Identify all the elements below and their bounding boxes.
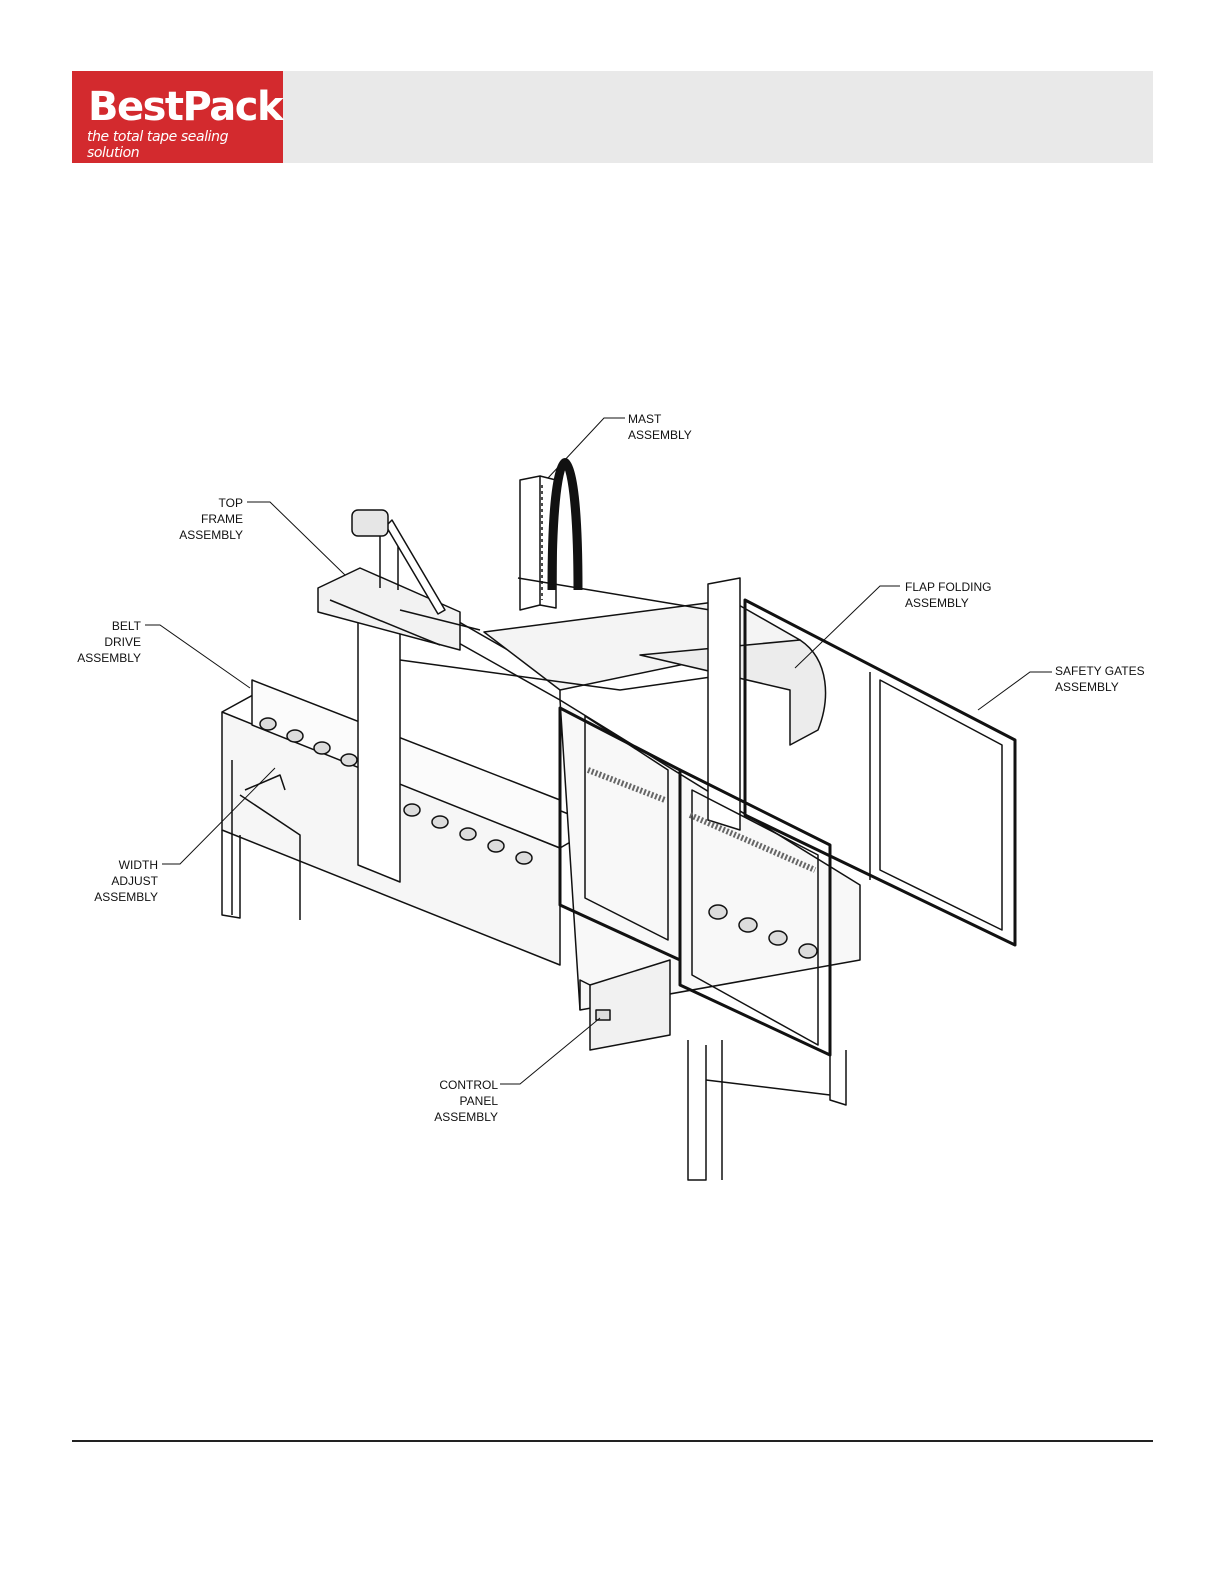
logo-brand: BestPack bbox=[88, 85, 282, 129]
footer-rule bbox=[72, 1440, 1153, 1442]
logo-tagline: the total tape sealing solution bbox=[87, 129, 283, 161]
bestpack-logo: BestPack the total tape sealing solution bbox=[72, 71, 283, 163]
